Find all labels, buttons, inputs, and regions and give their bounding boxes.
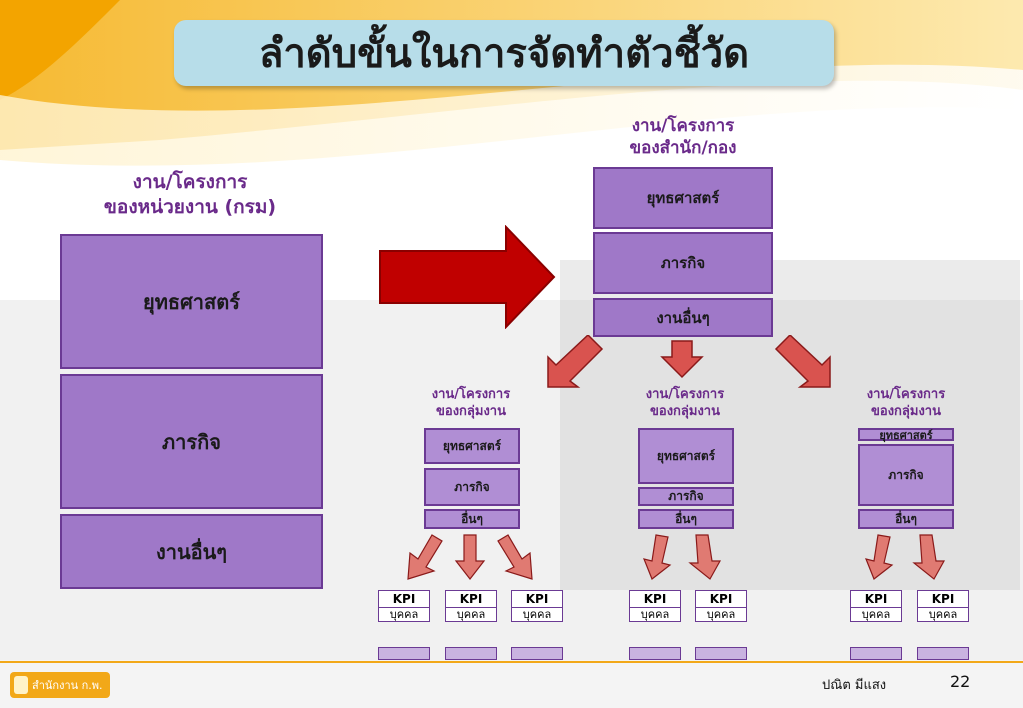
logo-mark-icon: [14, 676, 28, 694]
arrow-down-icon: [688, 534, 722, 580]
office-mission-box: ภารกิจ: [593, 232, 773, 294]
kpi-sub-label: บุคคล: [512, 608, 562, 621]
group-other-box: อื่นๆ: [638, 509, 734, 529]
kpi-label: KPI: [512, 591, 562, 608]
department-strategy-box: ยุทธศาสตร์: [60, 234, 323, 369]
page-number: 22: [950, 672, 971, 691]
kpi-foot: [511, 647, 563, 660]
group-heading-line2: ของกลุ่มงาน: [650, 403, 720, 419]
office-heading: งาน/โครงการ ของสำนัก/กอง: [583, 115, 783, 159]
kpi-sub-label: บุคคล: [379, 608, 429, 621]
group-mission-box: ภารกิจ: [424, 468, 520, 506]
group-strategy-box: ยุทธศาสตร์: [638, 428, 734, 484]
arrow-down-icon: [643, 534, 672, 580]
kpi-label: KPI: [696, 591, 746, 608]
group-other-box: อื่นๆ: [858, 509, 954, 529]
kpi-label: KPI: [851, 591, 901, 608]
kpi-sub-label: บุคคล: [696, 608, 746, 621]
office-heading-line2: ของสำนัก/กอง: [629, 138, 737, 159]
kpi-label: KPI: [446, 591, 496, 608]
group-strategy-box: ยุทธศาสตร์: [858, 428, 954, 442]
department-other-box: งานอื่นๆ: [60, 514, 323, 589]
department-mission-box: ภารกิจ: [60, 374, 323, 509]
office-heading-line1: งาน/โครงการ: [631, 116, 735, 136]
arrow-down-icon: [454, 534, 486, 580]
arrow-down-icon: [912, 534, 946, 580]
kpi-foot: [378, 647, 430, 660]
big-right-arrow: [379, 225, 556, 329]
group-heading-line1: งาน/โครงการ: [866, 387, 946, 402]
arrow-down-left-icon: [547, 335, 604, 388]
kpi-label: KPI: [379, 591, 429, 608]
organization-logo: สำนักงาน ก.พ.: [10, 672, 110, 698]
group-strategy-box: ยุทธศาสตร์: [424, 428, 520, 464]
kpi-foot: [695, 647, 747, 660]
group-to-kpi-arrows: [407, 534, 946, 580]
arrow-down-icon: [865, 534, 894, 580]
kpi-sub-label: บุคคล: [446, 608, 496, 621]
kpi-foot: [850, 647, 902, 660]
kpi-foot: [445, 647, 497, 660]
kpi-label: KPI: [630, 591, 680, 608]
arrow-down-left-icon: [407, 534, 443, 580]
kpi-foot: [629, 647, 681, 660]
kpi-label: KPI: [918, 591, 968, 608]
department-heading-line2: ของหน่วยงาน (กรม): [103, 195, 277, 218]
group-heading-line1: งาน/โครงการ: [431, 387, 511, 402]
kpi-foot: [917, 647, 969, 660]
group-heading: งาน/โครงการ ของกลุ่มงาน: [846, 387, 966, 421]
group-heading: งาน/โครงการ ของกลุ่มงาน: [412, 387, 530, 421]
kpi-sub-label: บุคคล: [851, 608, 901, 621]
arrow-down-right-icon: [774, 335, 831, 388]
office-other-box: งานอื่นๆ: [593, 298, 773, 337]
logo-text: สำนักงาน ก.พ.: [32, 679, 103, 692]
group-other-box: อื่นๆ: [424, 509, 520, 529]
page-title: ลำดับขั้นในการจัดทำตัวชี้วัด: [174, 20, 834, 86]
group-heading: งาน/โครงการ ของกลุ่มงาน: [626, 387, 744, 421]
arrow-down-right-icon: [497, 534, 533, 580]
group-heading-line2: ของกลุ่มงาน: [436, 403, 506, 419]
office-to-groups-arrows: [547, 335, 831, 388]
kpi-sub-label: บุคคล: [630, 608, 680, 621]
group-heading-line2: ของกลุ่มงาน: [871, 403, 941, 419]
department-heading: งาน/โครงการ ของหน่วยงาน (กรม): [60, 170, 320, 219]
arrow-down-icon: [660, 340, 704, 379]
department-heading-line1: งาน/โครงการ: [132, 171, 248, 193]
author-name: ปณิต มีแสง: [822, 678, 887, 693]
office-strategy-box: ยุทธศาสตร์: [593, 167, 773, 229]
group-mission-box: ภารกิจ: [638, 487, 734, 506]
group-mission-box: ภารกิจ: [858, 444, 954, 506]
kpi-sub-label: บุคคล: [918, 608, 968, 621]
group-heading-line1: งาน/โครงการ: [645, 387, 725, 402]
